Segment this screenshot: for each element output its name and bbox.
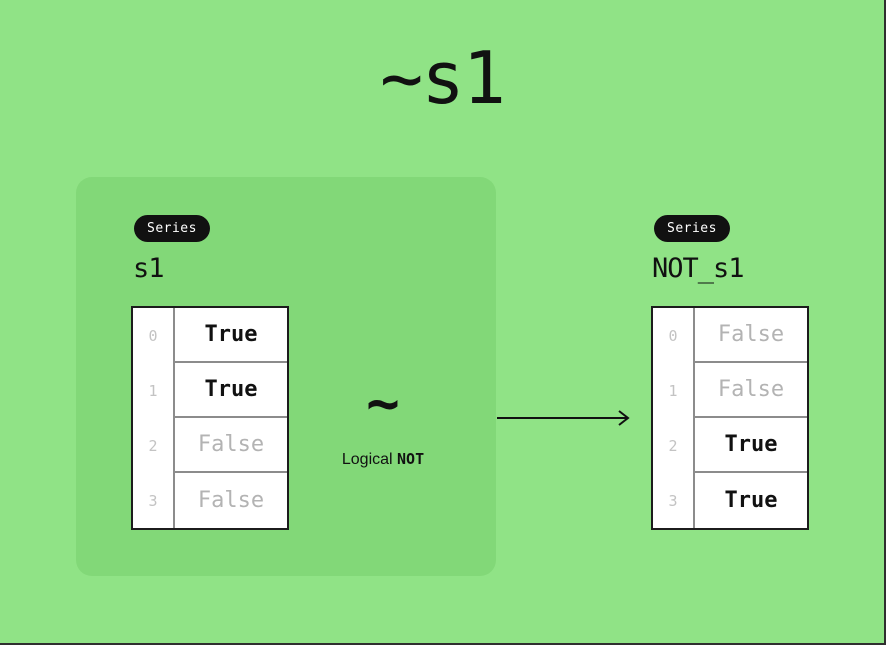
right-arrow-icon [497,410,630,426]
diagram-title: ~s1 [379,36,506,120]
series-table-s1: 0 True 1 True 2 False 3 False [131,306,289,530]
value-cell: False [695,308,807,363]
value-cell: False [197,488,265,513]
operation-label-bold: NOT [397,450,425,468]
value-cell: True [175,308,287,363]
series-name-s1: s1 [133,253,165,284]
value-cell: False [695,363,807,418]
index-cell: 1 [133,363,175,418]
series-type-badge: Series [654,215,730,242]
value-cell: True [724,488,778,513]
index-cell: 2 [133,418,175,473]
series-type-badge: Series [134,215,210,242]
tilde-operator: ~ [366,371,400,436]
index-cell: 3 [653,473,695,528]
value-cell: True [695,418,807,473]
operation-label: Logical NOT [303,450,463,469]
series-table-not-s1: 0 False 1 False 2 True 3 True [651,306,809,530]
operation-label-regular: Logical [341,451,398,468]
value-cell: True [175,363,287,418]
index-cell: 0 [653,308,695,363]
index-cell: 3 [133,473,175,528]
index-cell: 2 [653,418,695,473]
value-cell: False [175,418,287,473]
index-cell: 0 [133,308,175,363]
index-cell: 1 [653,363,695,418]
series-name-not-s1: NOT_s1 [652,253,745,284]
